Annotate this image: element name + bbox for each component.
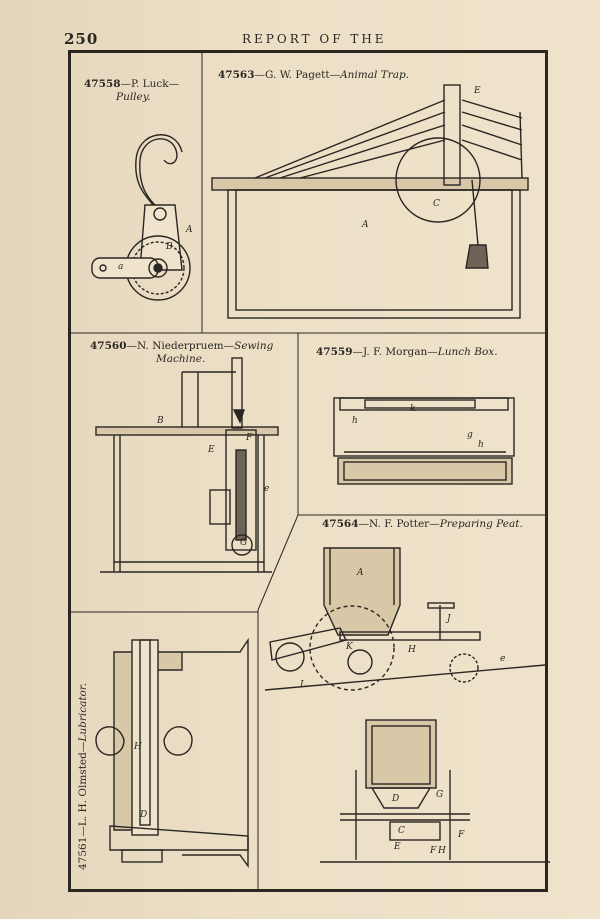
ref-letter: G [240,538,248,548]
ref-letter: e [264,484,270,494]
ref-letter: F [458,830,465,840]
peat-end-view-drawing [320,719,550,863]
caption-pulley: 47558—P. Luck— Pulley. [84,78,180,103]
ref-letter: E [208,445,215,455]
ref-letter: A [357,568,364,578]
ref-letter: h [352,416,358,426]
ref-letter: F [246,433,253,443]
caption-animal-trap: 47563—G. W. Pagett—Animal Trap. [218,69,410,81]
ref-letter: H [134,742,142,752]
ref-letter: E [474,86,481,96]
page-header: 250 REPORT OF THE [0,30,600,50]
caption-lunch-box: 47559—J. F. Morgan—Lunch Box. [316,346,498,358]
lubricator-drawing [95,637,249,869]
ref-letter: D [140,810,148,820]
ref-letter: k [410,404,416,414]
ref-letter: E [394,842,401,852]
ref-letter: B [166,242,173,252]
ref-letter: B [157,416,164,426]
ref-letter: D [392,794,400,804]
ref-letter: H [438,846,446,856]
ref-letter: H [408,645,416,655]
ref-letter: F [430,846,437,856]
ref-letter: A [362,220,369,230]
caption-sewing-machine: 47560—N. Niederpruem—Sewing Machine. [90,340,274,365]
ref-letter: a [118,262,124,272]
ref-letter: A [186,225,193,235]
ref-letter: e [500,654,506,664]
plate-frame [68,50,548,892]
sewing-machine-drawing [95,357,279,573]
caption-lubricator: 47561—L. H. Olmsted—Lubricator. [77,682,89,870]
divider-line [257,514,299,889]
page-number: 250 [64,30,99,48]
pulley-drawing [91,134,191,301]
peat-machine-drawing [264,547,546,691]
ref-letter: L [300,680,306,690]
animal-trap-drawing [211,84,529,319]
ref-letter: C [398,826,405,836]
lunch-box-drawing [333,397,515,485]
ref-letter: G [436,790,444,800]
ref-letter: g [467,430,473,440]
ref-letter: C [433,199,440,209]
ref-letter: K [346,642,353,652]
caption-preparing-peat: 47564—N. F. Potter—Preparing Peat. [322,518,523,530]
ref-letter: h [478,440,484,450]
running-head: REPORT OF THE [242,32,387,46]
ref-letter: J [447,614,451,624]
